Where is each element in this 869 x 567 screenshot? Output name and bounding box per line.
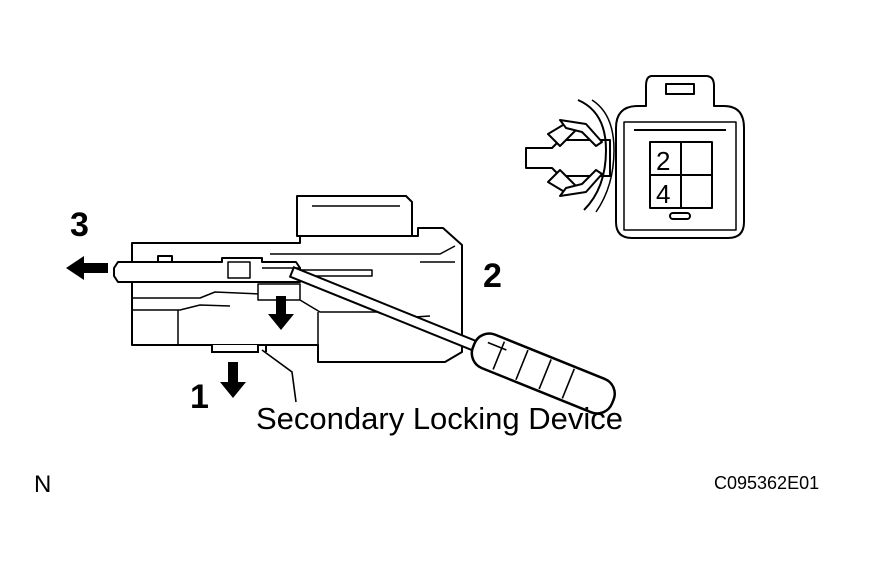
callout-leader xyxy=(261,349,297,403)
figure-code: C095362E01 xyxy=(714,473,819,493)
terminal xyxy=(113,255,373,301)
pin-4-label: 4 xyxy=(656,179,670,209)
step-1-label: 1 xyxy=(190,378,209,416)
step-3-label: 3 xyxy=(70,206,89,244)
pin-2-label: 2 xyxy=(656,146,670,176)
arrow-left-icon xyxy=(66,256,108,280)
screwdriver-handle xyxy=(470,332,616,415)
secondary-locking-device xyxy=(211,345,267,353)
connector-front-view xyxy=(525,75,745,239)
arrow-down-icon xyxy=(220,362,246,398)
arrow-down-small-icon xyxy=(268,296,294,330)
corner-letter: N xyxy=(34,471,51,498)
step-2-label: 2 xyxy=(483,257,502,295)
secondary-locking-device-label: Secondary Locking Device xyxy=(256,401,623,436)
screwdriver xyxy=(288,266,616,415)
